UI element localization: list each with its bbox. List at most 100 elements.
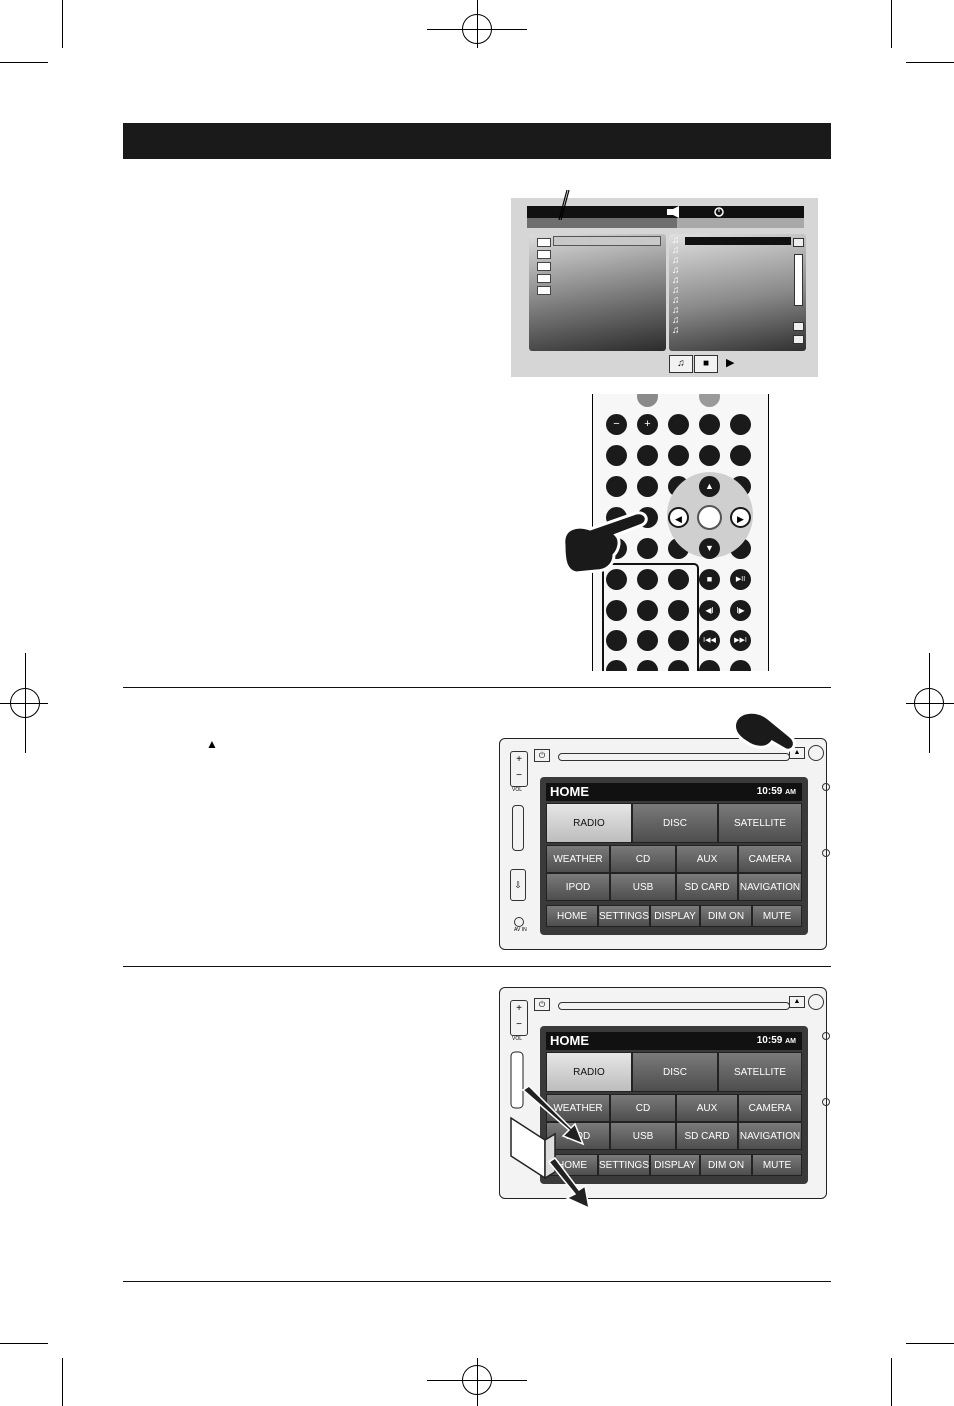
right-arrow-button[interactable]: ▶ <box>730 507 751 528</box>
navigation-button[interactable]: NAVIGATION <box>738 873 802 901</box>
stop-button[interactable]: ■ <box>699 569 720 590</box>
ipod-button[interactable]: IPOD <box>546 873 610 901</box>
power-button[interactable]: ⏻ <box>534 998 550 1011</box>
volume-rocker[interactable]: +− <box>510 751 528 787</box>
music-tab-button[interactable]: ♫ <box>669 355 693 373</box>
volume-rocker[interactable]: +− <box>510 1000 528 1036</box>
remote-button[interactable] <box>606 600 627 621</box>
remote-button[interactable] <box>606 630 627 651</box>
crop-mark <box>891 1358 892 1406</box>
remote-button[interactable] <box>606 476 627 497</box>
down-arrow-button[interactable]: ▼ <box>699 538 720 559</box>
remote-button[interactable] <box>606 569 627 590</box>
aux-button[interactable]: AUX <box>676 1094 738 1122</box>
track-list-panel[interactable]: ♫ ♫ ♫ ♫ ♫ ♫ ♫ ♫ ♫ ♫ <box>669 234 806 351</box>
disc-button[interactable]: DISC <box>632 1052 718 1092</box>
sd-card-button[interactable]: SD CARD <box>676 873 738 901</box>
remote-button[interactable] <box>668 445 689 466</box>
remote-button[interactable] <box>637 538 658 559</box>
display-button[interactable]: DISPLAY <box>650 905 700 927</box>
mute-button[interactable]: MUTE <box>752 1154 802 1176</box>
usb-button[interactable]: USB <box>610 873 676 901</box>
folder-list-panel[interactable] <box>529 234 666 351</box>
menu-button[interactable] <box>699 394 720 407</box>
weather-button[interactable]: WEATHER <box>546 845 610 873</box>
left-arrow-button[interactable]: ◀ <box>668 507 689 528</box>
knob[interactable] <box>808 745 824 761</box>
folder-icon <box>537 286 551 295</box>
power-button[interactable] <box>637 394 658 407</box>
remote-button[interactable] <box>668 600 689 621</box>
touchscreen: HOME 10:59 AM RADIO DISC SATELLITE WEATH… <box>540 1026 808 1184</box>
power-button[interactable]: ⏻ <box>534 749 550 762</box>
next-button[interactable]: ▶▶I <box>730 630 751 651</box>
remote-button[interactable] <box>637 476 658 497</box>
remote-button[interactable] <box>699 660 720 671</box>
dim-on-button[interactable]: DIM ON <box>700 1154 752 1176</box>
crop-mark <box>477 1358 478 1406</box>
slow-forward-button[interactable]: I▶ <box>730 600 751 621</box>
usb-port-icon: ⇩ <box>510 869 526 901</box>
satellite-button[interactable]: SATELLITE <box>718 1052 802 1092</box>
dim-on-button[interactable]: DIM ON <box>700 905 752 927</box>
remote-button[interactable] <box>668 660 689 671</box>
vol-minus-button[interactable]: − <box>606 414 627 435</box>
av-in-jack[interactable] <box>514 917 524 927</box>
section-header-bar <box>123 123 831 159</box>
up-arrow-button[interactable]: ▲ <box>699 476 720 497</box>
disc-button[interactable]: DISC <box>632 803 718 843</box>
folder-icon <box>537 274 551 283</box>
camera-button[interactable]: CAMERA <box>738 845 802 873</box>
crop-mark <box>0 703 48 704</box>
remote-button[interactable] <box>606 660 627 671</box>
remote-button[interactable] <box>730 660 751 671</box>
settings-button[interactable]: SETTINGS <box>598 1154 650 1176</box>
camera-button[interactable]: CAMERA <box>738 1094 802 1122</box>
settings-button[interactable]: SETTINGS <box>598 905 650 927</box>
crop-mark <box>62 0 63 48</box>
sd-card-button[interactable]: SD CARD <box>676 1122 738 1150</box>
mute-button[interactable]: MUTE <box>752 905 802 927</box>
scroll-up-button[interactable] <box>793 238 804 247</box>
scroll-down-button[interactable] <box>793 322 804 331</box>
play-pause-button[interactable]: ▶II <box>730 569 751 590</box>
radio-button[interactable]: RADIO <box>546 803 632 843</box>
remote-button[interactable] <box>637 630 658 651</box>
section-divider <box>123 1281 831 1282</box>
previous-button[interactable]: I◀◀ <box>699 630 720 651</box>
remote-button[interactable] <box>699 445 720 466</box>
remote-button[interactable] <box>637 600 658 621</box>
usb-button[interactable]: USB <box>610 1122 676 1150</box>
home-button[interactable]: HOME <box>546 905 598 927</box>
remote-button[interactable] <box>730 414 751 435</box>
enter-button[interactable] <box>697 505 722 530</box>
aux-button[interactable]: AUX <box>676 845 738 873</box>
vol-plus-button[interactable]: + <box>637 414 658 435</box>
knob[interactable] <box>808 994 824 1010</box>
sd-card-slot[interactable] <box>512 805 524 851</box>
display-button[interactable]: DISPLAY <box>650 1154 700 1176</box>
navigation-button[interactable]: NAVIGATION <box>738 1122 802 1150</box>
cd-changer-button[interactable]: CD CHANGER <box>610 1094 676 1142</box>
eject-button[interactable]: ▲ <box>789 747 805 759</box>
photo-tab-button[interactable]: ■ <box>694 355 718 373</box>
scrollbar[interactable] <box>794 254 803 306</box>
remote-button[interactable] <box>606 445 627 466</box>
remote-button[interactable] <box>637 660 658 671</box>
head-unit-1: +− VOL ⏻ ▲ ⇩ AV IN HOME 10:59 AM RADIO D… <box>499 738 830 950</box>
cd-changer-button[interactable]: CD CHANGER <box>610 845 676 893</box>
remote-button[interactable] <box>699 414 720 435</box>
remote-button[interactable] <box>668 630 689 651</box>
satellite-button[interactable]: SATELLITE <box>718 803 802 843</box>
slow-reverse-button[interactable]: ◀I <box>699 600 720 621</box>
remote-button[interactable] <box>730 445 751 466</box>
pointing-hand-icon <box>562 511 648 575</box>
remote-button[interactable] <box>637 445 658 466</box>
eject-button[interactable]: ▲ <box>789 996 805 1008</box>
radio-button[interactable]: RADIO <box>546 1052 632 1092</box>
remote-button[interactable] <box>668 414 689 435</box>
remote-button[interactable] <box>637 569 658 590</box>
vol-label: VOL <box>512 787 523 793</box>
remote-button[interactable] <box>668 569 689 590</box>
scroll-down-button[interactable] <box>793 335 804 344</box>
